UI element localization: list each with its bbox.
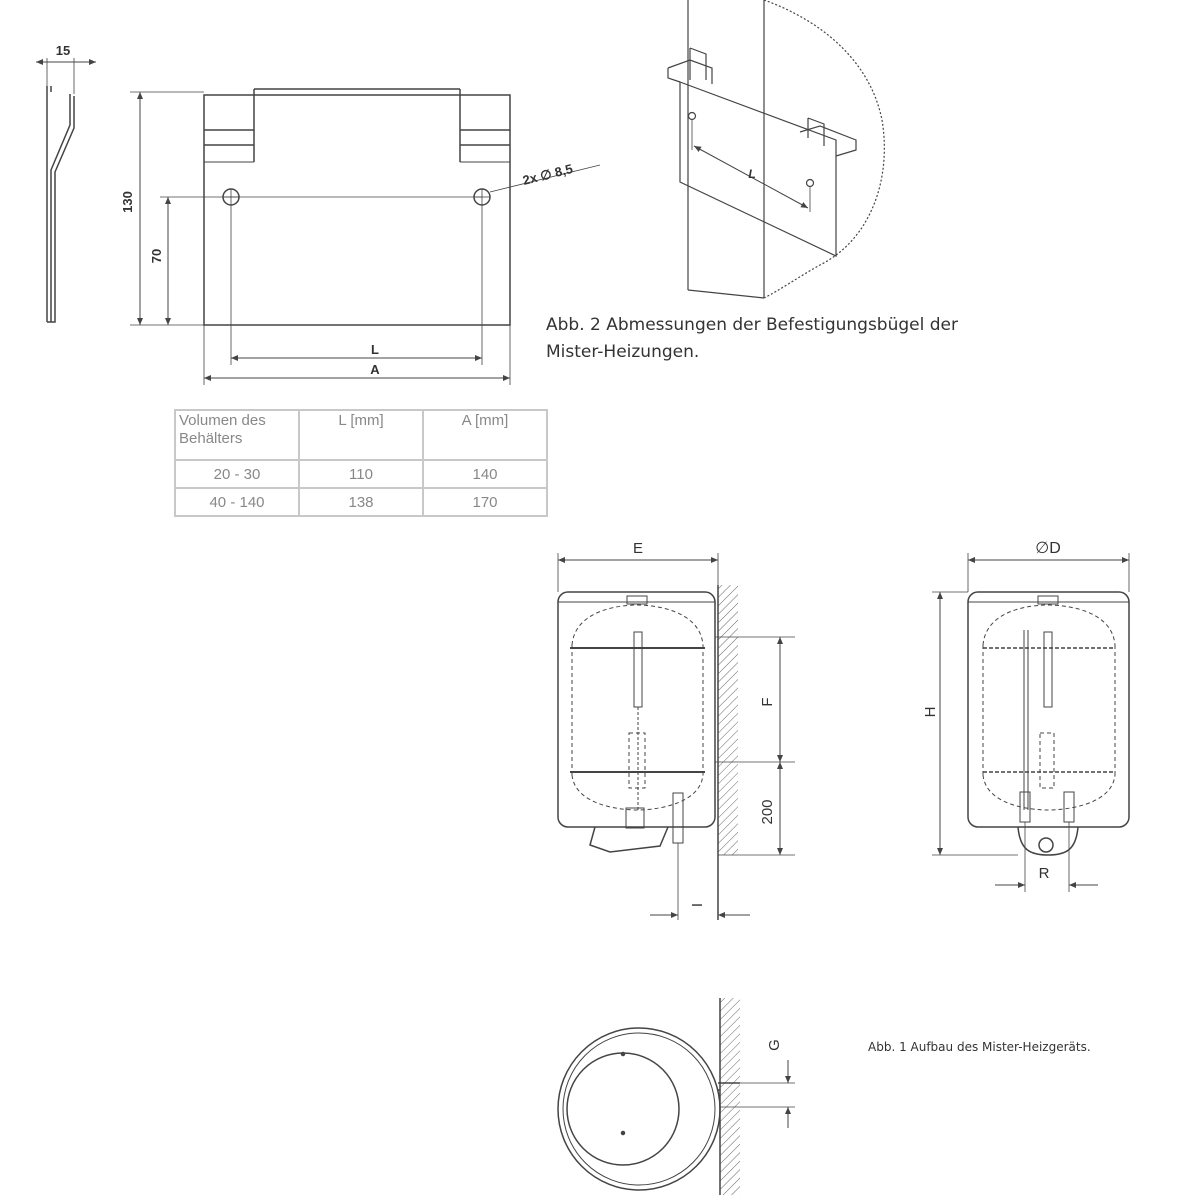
cell-L: 138 bbox=[298, 487, 424, 517]
wall-hatch bbox=[718, 585, 738, 855]
dim-G-label: G bbox=[766, 1039, 783, 1051]
dim-L-label: L bbox=[371, 342, 379, 357]
cell-volume: 40 - 140 bbox=[174, 487, 300, 517]
table-row: 40 - 140 138 170 bbox=[174, 487, 548, 517]
mount-dim-L-label: L bbox=[748, 167, 755, 181]
dim-D-label: ∅D bbox=[1035, 540, 1061, 557]
heater-front-view bbox=[932, 553, 1130, 892]
header-volume: Volumen des Behälters bbox=[174, 409, 300, 461]
dim-thickness-label: 15 bbox=[56, 43, 70, 58]
mount-detail-view bbox=[667, 0, 885, 299]
hole-note-label: 2x ∅ 8,5 bbox=[521, 161, 574, 188]
table-header-row: Volumen des Behälters L [mm] A [mm] bbox=[174, 409, 548, 461]
header-A: A [mm] bbox=[422, 409, 548, 461]
dim-E-label: E bbox=[633, 540, 643, 557]
dim-A-label: A bbox=[370, 362, 380, 377]
dim-height-total-label: 130 bbox=[120, 191, 135, 213]
cell-volume: 20 - 30 bbox=[174, 459, 300, 489]
bracket-side-profile bbox=[36, 58, 96, 323]
cell-A: 170 bbox=[422, 487, 548, 517]
caption-fig2: Abb. 2 Abmessungen der Befestigungsbügel… bbox=[546, 315, 958, 362]
dim-200-label: 200 bbox=[759, 799, 776, 824]
table-row: 20 - 30 110 140 bbox=[174, 459, 548, 489]
caption-fig1: Abb. 1 Aufbau des Mister-Heizgeräts. bbox=[868, 1040, 1091, 1054]
dim-F-label: F bbox=[759, 697, 776, 706]
dim-H-label: H bbox=[922, 707, 939, 718]
dim-I-label: I bbox=[689, 903, 706, 907]
cell-A: 140 bbox=[422, 459, 548, 489]
heater-top-view bbox=[557, 998, 795, 1195]
bracket-front-view bbox=[130, 88, 601, 385]
heater-side-view bbox=[557, 553, 795, 920]
cell-L: 110 bbox=[298, 459, 424, 489]
spec-table: Volumen des Behälters L [mm] A [mm] 20 -… bbox=[174, 409, 548, 517]
wall-hatch-top bbox=[720, 998, 740, 1195]
dim-R-label: R bbox=[1039, 865, 1050, 882]
dim-height-holes-label: 70 bbox=[149, 249, 164, 263]
header-L: L [mm] bbox=[298, 409, 424, 461]
